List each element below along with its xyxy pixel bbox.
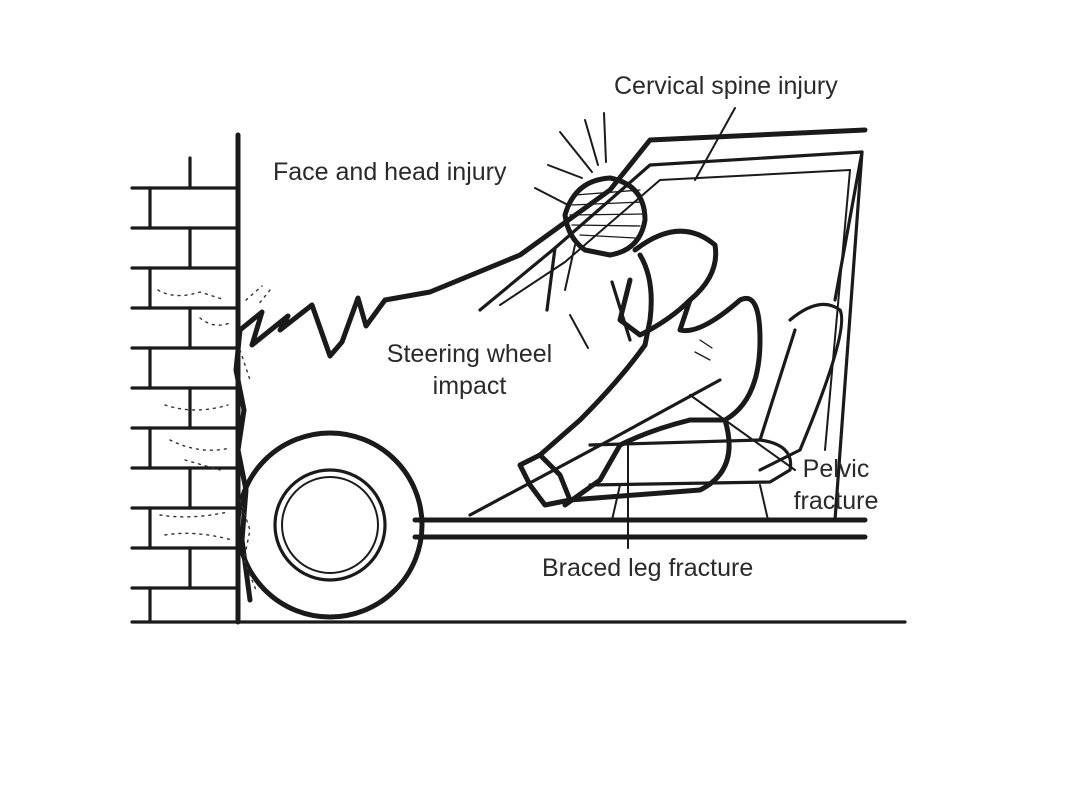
front-wheel: [235, 430, 425, 620]
brick-wall: [130, 132, 241, 625]
label-steering-wheel-impact: Steering wheel impact: [386, 340, 553, 400]
leader-cervical: [694, 107, 736, 181]
car-body: [233, 127, 868, 603]
leader-steering: [569, 314, 589, 349]
leader-pelvic: [689, 394, 796, 471]
label-cervical-spine-injury: Cervical spine injury: [614, 72, 838, 100]
seat: [588, 302, 844, 521]
occupant-figure: [517, 112, 763, 508]
leader-lines: [534, 107, 796, 549]
label-pelvic-fracture: Pelvic fracture: [793, 455, 879, 515]
leader-face-head: [534, 187, 569, 206]
label-face-and-head-injury: Face and head injury: [273, 158, 507, 186]
label-braced-leg-fracture: Braced leg fracture: [542, 554, 754, 582]
